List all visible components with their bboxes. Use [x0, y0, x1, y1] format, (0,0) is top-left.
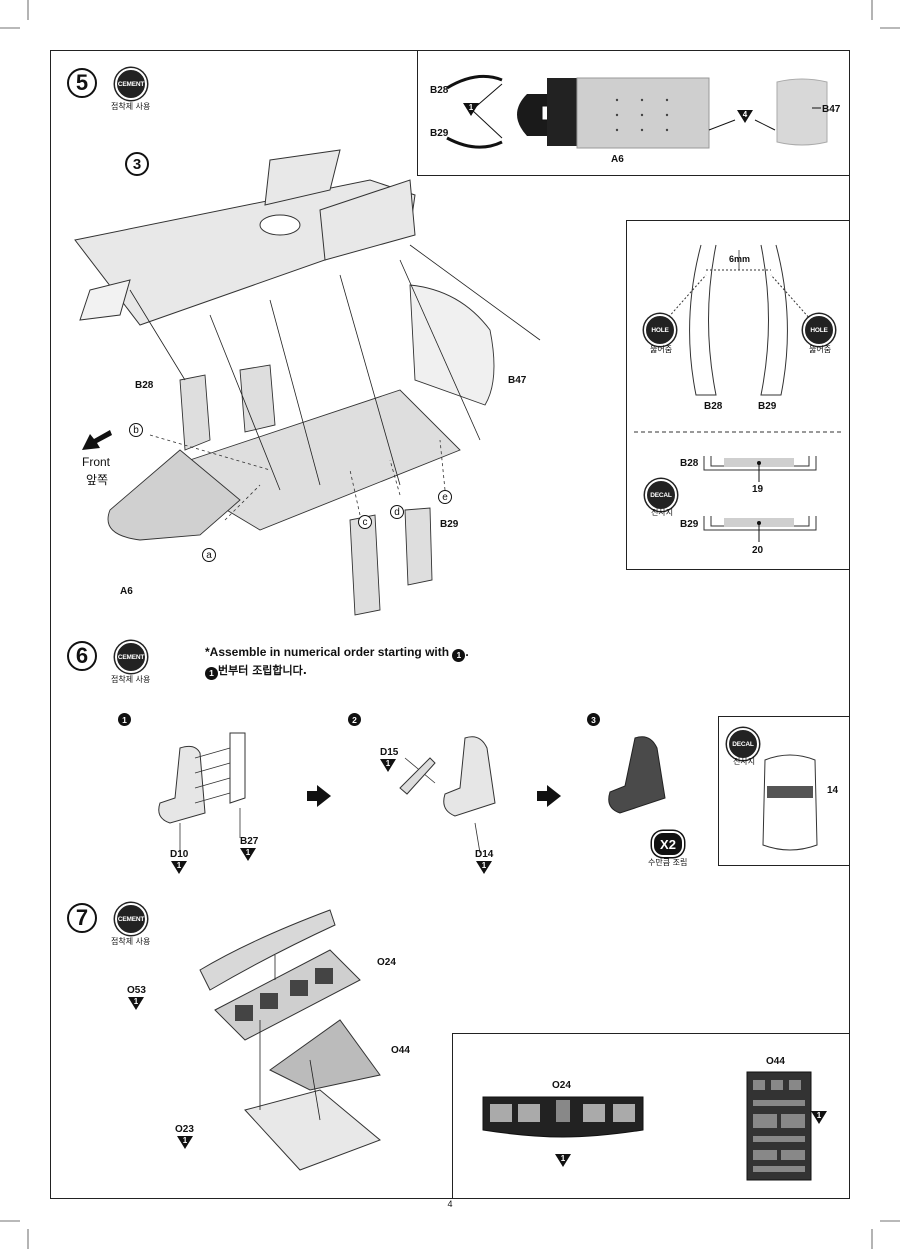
arrow-right-icon [307, 791, 317, 801]
substep-1: 1 [118, 713, 131, 726]
cement-icon: CEMENT [115, 903, 147, 935]
callout-b: b [129, 423, 143, 437]
part-b47-label: B47 [822, 104, 841, 115]
substep-3: 3 [587, 713, 600, 726]
hole-icon: HOLE [803, 314, 835, 346]
decal-number-20: 20 [752, 545, 764, 556]
page-number: 4 [447, 1199, 453, 1209]
step5-exploded-drawing [74, 149, 541, 616]
cement-icon: CEMENT [115, 641, 147, 673]
quantity-number: 1 [560, 1154, 566, 1163]
part-o44-label: O44 [391, 1045, 410, 1056]
front-korean-label: 앞쪽 [86, 473, 109, 487]
hole-gap-label: 6mm [729, 254, 751, 264]
part-o23-label: O23 [175, 1124, 194, 1135]
o24-panel-drawing [482, 1096, 644, 1138]
decal-number-19: 19 [752, 484, 764, 495]
part-b28-label: B28 [430, 85, 449, 96]
hole-decal-drawing [634, 244, 842, 542]
part-o44-label: O44 [766, 1056, 785, 1067]
part-d10-label: D10 [170, 849, 189, 860]
step-5-number: 5 [67, 68, 97, 98]
arrow-right-icon [547, 785, 561, 807]
decal-korean-label: 전사지 [651, 508, 674, 517]
front-arrow-icon [82, 430, 112, 450]
part-b29-label: B29 [440, 519, 459, 530]
quantity-number: 1 [245, 848, 251, 857]
part-o24-label: O24 [377, 957, 396, 968]
cement-korean-label: 접착제 사용 [111, 937, 151, 946]
quantity-triangle [240, 848, 256, 861]
quantity-triangle [380, 759, 396, 772]
callout-e: e [438, 490, 452, 504]
arrow-right-icon [537, 791, 547, 801]
quantity-number: 1 [176, 861, 182, 870]
quantity-triangle [463, 103, 479, 116]
step7-inset [452, 1033, 850, 1199]
decal-icon: DECAL [645, 479, 677, 511]
cement-korean-label: 접착제 사용 [111, 675, 151, 684]
part-b28-label: B28 [135, 380, 154, 391]
decal-korean-label: 전사지 [733, 757, 756, 766]
part-b29-label: B29 [680, 519, 699, 530]
step5-top-inset [417, 50, 850, 176]
callout-c: c [358, 515, 372, 529]
part-d15-label: D15 [380, 747, 399, 758]
quantity-triangle [177, 1136, 193, 1149]
part-b47-label: B47 [508, 375, 527, 386]
hole-korean-label: 뚫어줌 [809, 345, 832, 354]
step6-instruction: *Assemble in numerical order starting wi… [205, 645, 469, 662]
step5-top-inset-drawing [446, 74, 828, 149]
callout-a: a [202, 548, 216, 562]
step5-hole-decal-inset [626, 220, 850, 570]
step6-decal-inset [718, 716, 850, 866]
part-d14-label: D14 [475, 849, 494, 860]
substep-2: 2 [348, 713, 361, 726]
quantity-number: 1 [481, 861, 487, 870]
arrow-right-icon [317, 785, 331, 807]
seat-assembly-drawing [158, 732, 666, 854]
part-a6-label: A6 [611, 154, 624, 165]
quantity-number: 1 [385, 759, 391, 768]
part-o24-label: O24 [552, 1080, 571, 1091]
part-b28-label: B28 [704, 401, 723, 412]
quantity-triangle [476, 861, 492, 874]
part-b29-label: B29 [758, 401, 777, 412]
quantity-triangle [128, 997, 144, 1010]
callout-d: d [390, 505, 404, 519]
quantity-number: 1 [133, 997, 139, 1006]
cement-korean-label: 접착제 사용 [111, 102, 151, 111]
part-b29-label: B29 [430, 128, 449, 139]
decal-number-14: 14 [827, 785, 839, 796]
quantity-triangle [555, 1154, 571, 1167]
cement-icon: CEMENT [115, 68, 147, 100]
quantity-number: 1 [816, 1111, 822, 1120]
multiply-badge: X2 [652, 831, 684, 857]
quantity-triangle [811, 1111, 827, 1124]
quantity-triangle [737, 110, 753, 123]
start-number-icon: 1 [205, 666, 218, 680]
step-7-number: 7 [67, 903, 97, 933]
decal-icon: DECAL [727, 728, 759, 760]
quantity-number: 1 [468, 103, 474, 112]
part-o53-label: O53 [127, 985, 146, 996]
multiply-korean-label: 수만큼 조립 [648, 858, 688, 867]
hole-korean-label: 뚫어줌 [650, 345, 673, 354]
front-label: Front [82, 455, 111, 469]
instrument-panel-drawing [199, 909, 381, 1171]
hole-icon: HOLE [644, 314, 676, 346]
step-6-number: 6 [67, 641, 97, 671]
quantity-number: 1 [182, 1136, 188, 1145]
o44-sheet-drawing [746, 1071, 812, 1181]
part-a6-label: A6 [120, 586, 133, 597]
seat-back-decal-drawing [762, 754, 818, 851]
part-3-callout: 3 [125, 152, 149, 176]
part-b28-label: B28 [680, 458, 699, 469]
quantity-triangle [171, 861, 187, 874]
part-b27-label: B27 [240, 836, 259, 847]
quantity-number: 4 [742, 110, 748, 119]
start-number-icon: 1 [452, 648, 466, 662]
